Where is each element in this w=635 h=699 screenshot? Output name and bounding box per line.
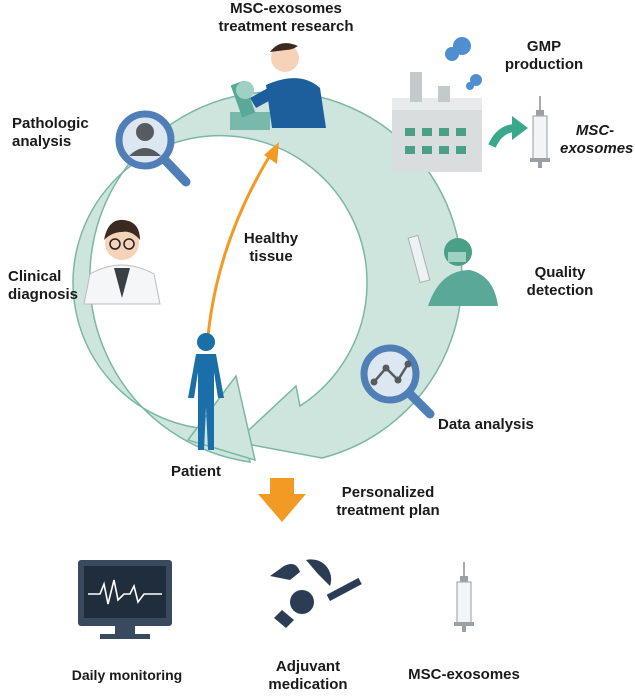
quality-label-line2: detection bbox=[526, 282, 594, 299]
healthy-tissue-label-line2: tissue bbox=[249, 248, 293, 265]
product-label-line1: MSC- bbox=[575, 122, 615, 139]
plan-label-line2: treatment plan bbox=[336, 502, 440, 519]
msc-exosomes-output-label: MSC-exosomes bbox=[408, 666, 520, 683]
patient-figure-icon bbox=[188, 333, 224, 450]
gmp-label-line2: production bbox=[504, 56, 584, 73]
daily-monitoring-label: Daily monitoring bbox=[71, 667, 183, 683]
syringe-icon bbox=[530, 96, 550, 168]
adjuvant-medication-label: Adjuvant medication bbox=[258, 658, 358, 694]
quality-label: Quality detection bbox=[520, 264, 600, 300]
gmp-label-line1: GMP bbox=[526, 38, 562, 55]
magnifier-person-icon bbox=[115, 110, 191, 187]
adjuvant-medication-label-line2: medication bbox=[268, 676, 348, 693]
clinical-label-line2: diagnosis bbox=[8, 286, 79, 303]
pathologic-label-line2: analysis bbox=[12, 133, 72, 150]
plan-label-line1: Personalized bbox=[341, 484, 435, 501]
quality-label-line1: Quality bbox=[534, 264, 586, 281]
research-label-line2: treatment research bbox=[218, 18, 354, 35]
product-label: MSC- exosomes bbox=[560, 122, 634, 158]
syringe-icon bbox=[454, 562, 474, 632]
product-label-line2: exosomes bbox=[560, 140, 634, 157]
data-analysis-label: Data analysis bbox=[438, 416, 534, 433]
adjuvant-medication-label-line1: Adjuvant bbox=[275, 658, 341, 675]
plan-label: Personalized treatment plan bbox=[324, 484, 452, 520]
lab-technician-icon bbox=[407, 234, 498, 306]
factory-icon bbox=[392, 37, 482, 172]
clinical-label-line1: Clinical bbox=[8, 268, 62, 285]
pathologic-label: Pathologic analysis bbox=[12, 115, 89, 151]
healthy-tissue-label-line1: Healthy bbox=[243, 230, 299, 247]
down-arrow-icon bbox=[258, 478, 306, 522]
research-label: MSC-exosomes treatment research bbox=[206, 0, 366, 36]
monitor-icon bbox=[78, 560, 172, 639]
microscope-scientist-icon bbox=[230, 43, 326, 130]
gmp-label: GMP production bbox=[504, 38, 584, 74]
clinical-label: Clinical diagnosis bbox=[8, 268, 78, 304]
doctor-icon bbox=[83, 219, 161, 305]
healthy-tissue-label: Healthy tissue bbox=[226, 230, 316, 266]
magnifier-chart-icon bbox=[360, 344, 435, 419]
pills-icon bbox=[270, 559, 362, 628]
research-label-line1: MSC-exosomes bbox=[230, 0, 342, 17]
patient-label: Patient bbox=[171, 463, 222, 480]
production-arrow-icon bbox=[488, 116, 528, 148]
pathologic-label-line1: Pathologic bbox=[12, 115, 89, 132]
healthy-tissue-arrow bbox=[206, 142, 279, 337]
